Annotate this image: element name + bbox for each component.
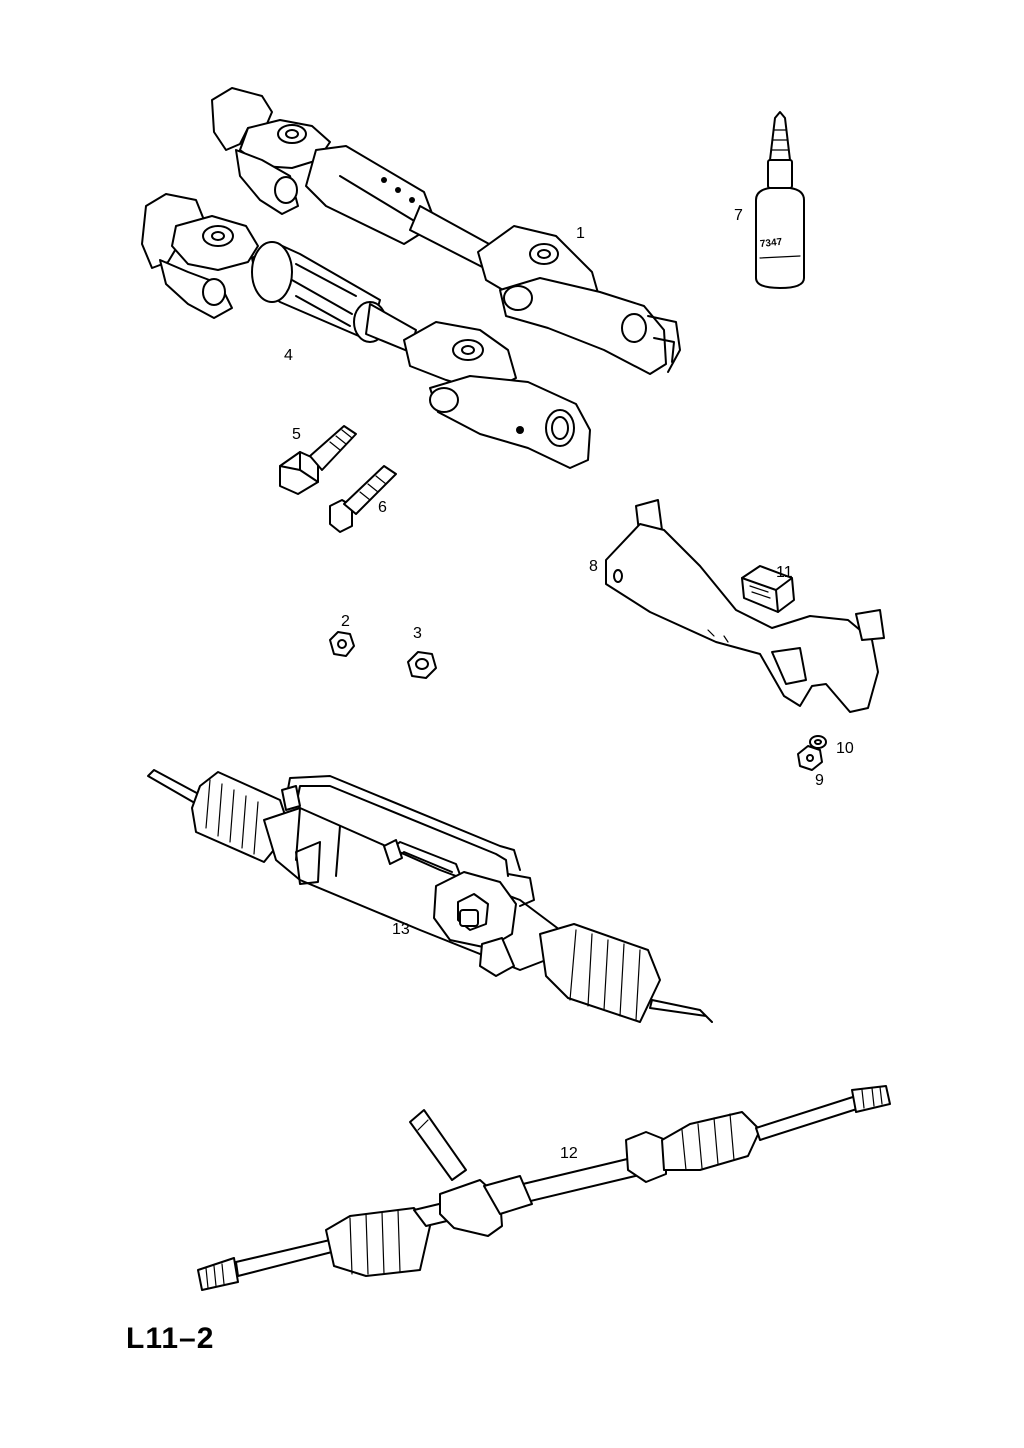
callout-10: 10 [836,740,854,757]
part-5-hex-bolt [279,425,357,495]
page-code: L11–2 [126,1322,215,1355]
callout-11: 11 [776,564,793,581]
callout-1: 1 [576,225,585,242]
part-1-steering-shaft-upper [211,87,681,375]
part-3-nut [407,651,437,679]
bottle-label-text: 7347 [759,237,783,250]
part-11-rubber-pad [741,565,795,613]
part-2-nut [329,631,355,657]
part-6-torx-bolt [329,465,397,533]
callout-13: 13 [392,921,410,938]
callout-9: 9 [815,772,824,789]
part-8-bracket [605,499,885,713]
part-9-nut [797,745,823,771]
callout-7: 7 [734,207,743,224]
callout-2: 2 [341,613,350,630]
callout-3: 3 [413,625,422,642]
part-13-power-steering-rack [147,769,713,1023]
part-4-steering-shaft-lower [141,193,591,469]
part-7-adhesive-bottle: 7347 [755,111,805,289]
callout-5: 5 [292,426,301,443]
callout-8: 8 [589,558,598,575]
callout-6: 6 [378,499,387,516]
part-10-washer [809,735,827,749]
callout-12: 12 [560,1145,578,1162]
callouts: 1 2 3 4 5 6 7 8 9 10 11 12 13 [284,207,854,1162]
callout-4: 4 [284,347,293,364]
part-12-manual-steering-rack [197,1085,891,1291]
